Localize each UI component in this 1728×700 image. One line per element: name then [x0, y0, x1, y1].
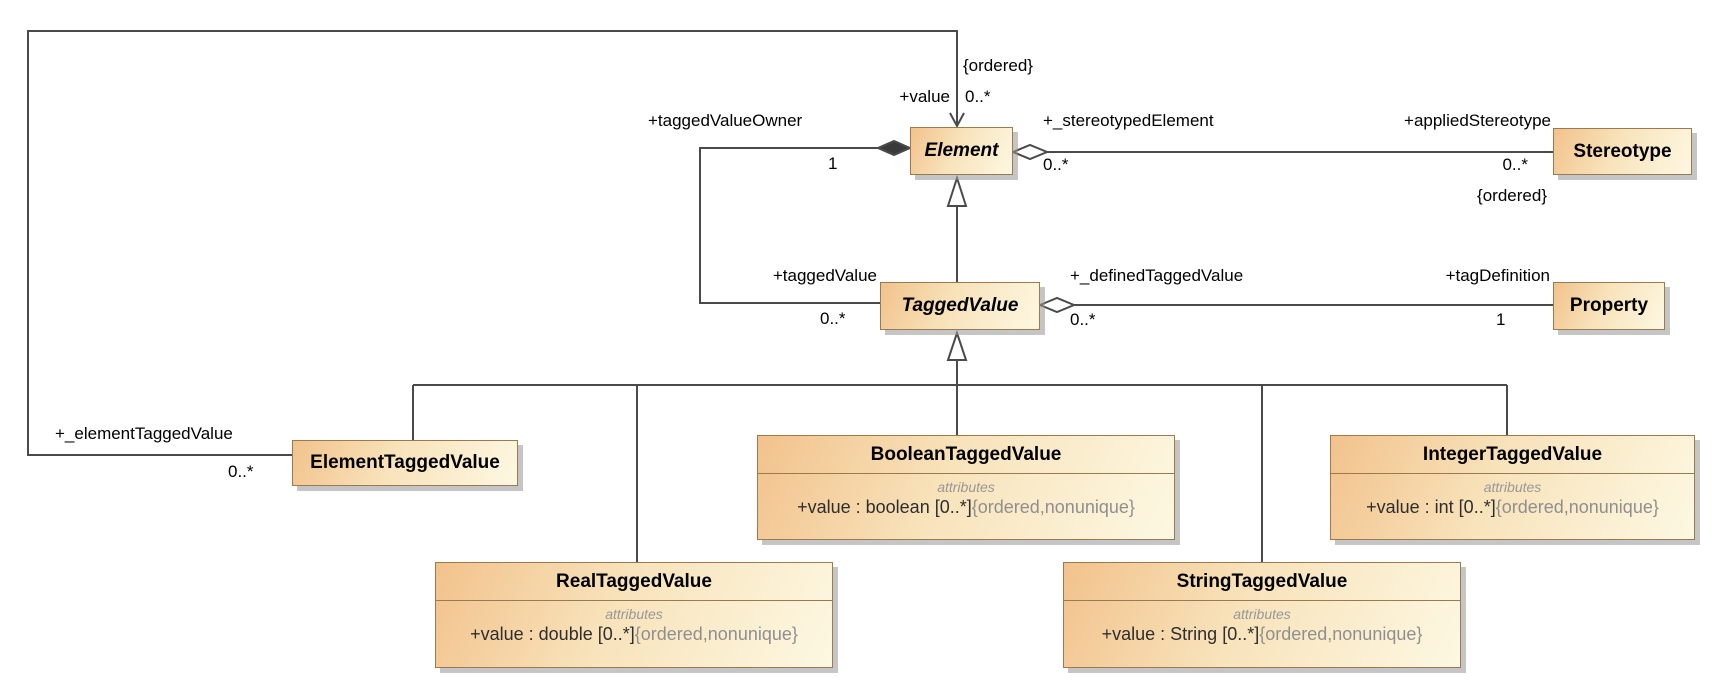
class-elementtaggedvalue: ElementTaggedValue [292, 440, 518, 486]
class-name: IntegerTaggedValue [1331, 436, 1694, 474]
class-name: Stereotype [1573, 140, 1672, 162]
attributes-compartment: attributes +value : String [0..*]{ordere… [1064, 601, 1460, 645]
multiplicity-label-taggedvalue: 0..* [820, 309, 846, 328]
multiplicity-label-appliedstereotype: 0..* [1502, 155, 1528, 174]
open-arrowhead-icon [949, 112, 965, 129]
class-property: Property [1553, 282, 1665, 330]
role-label-elementtaggedvalue: +_elementTaggedValue [55, 424, 233, 443]
composition-element-taggedValue-line [699, 147, 880, 304]
class-name: Property [1569, 295, 1649, 316]
multiplicity-label-tagdefinition: 1 [1496, 310, 1506, 329]
class-realtaggedvalue: RealTaggedValue attributes +value : doub… [435, 562, 833, 668]
multiplicity-label-elementtaggedvalue: 0..* [228, 462, 254, 481]
constraint-label-value-ordered: {ordered} [963, 56, 1033, 75]
role-label-stereotypedelement: +_stereotypedElement [1043, 111, 1214, 130]
attributes-compartment: attributes +value : double [0..*]{ordere… [436, 601, 832, 645]
class-stringtaggedvalue: StringTaggedValue attributes +value : St… [1063, 562, 1461, 668]
attribute-line: +value : double [0..*]{ordered,nonunique… [470, 624, 798, 644]
role-label-taggedvalueowner: +taggedValueOwner [648, 111, 803, 130]
multiplicity-label-definedtaggedvalue: 0..* [1070, 310, 1096, 329]
open-diamond-icon [1037, 296, 1077, 314]
class-integertaggedvalue: IntegerTaggedValue attributes +value : i… [1330, 435, 1695, 540]
multiplicity-label-taggedvalueowner: 1 [828, 154, 838, 173]
role-label-tagdefinition: +tagDefinition [1445, 266, 1550, 285]
attributes-compartment: attributes +value : boolean [0..*]{order… [758, 474, 1174, 518]
role-label-taggedvalue: +taggedValue [772, 266, 877, 285]
class-name: ElementTaggedValue [310, 452, 500, 473]
constraint-label-appliedstereotype-ordered: {ordered} [1477, 186, 1547, 205]
class-name: TaggedValue [901, 295, 1019, 316]
role-label-value: +value [899, 87, 950, 106]
class-name: Element [924, 140, 999, 161]
class-booleantaggedvalue: BooleanTaggedValue attributes +value : b… [757, 435, 1175, 540]
compartment-caption: attributes [1233, 606, 1291, 622]
class-stereotype: Stereotype [1553, 128, 1692, 175]
multiplicity-label-value: 0..* [965, 87, 991, 106]
compartment-caption: attributes [937, 479, 995, 495]
filled-diamond-icon [875, 139, 913, 157]
class-element: Element [910, 127, 1013, 175]
attributes-compartment: attributes +value : int [0..*]{ordered,n… [1331, 474, 1694, 518]
class-name: RealTaggedValue [436, 563, 832, 601]
class-name: StringTaggedValue [1064, 563, 1460, 601]
class-name: BooleanTaggedValue [758, 436, 1174, 474]
attribute-line: +value : boolean [0..*]{ordered,nonuniqu… [797, 497, 1135, 517]
role-label-definedtaggedvalue: +_definedTaggedValue [1070, 266, 1244, 285]
class-taggedvalue: TaggedValue [880, 282, 1040, 330]
role-label-appliedstereotype: +appliedStereotype [1404, 111, 1551, 130]
generalization-triangle-icon [946, 329, 968, 361]
compartment-caption: attributes [605, 606, 663, 622]
association-elementTaggedValue-element-line [27, 30, 958, 456]
generalization-triangle-icon [946, 174, 968, 207]
compartment-caption: attributes [1483, 479, 1542, 495]
open-diamond-icon [1010, 143, 1050, 161]
attribute-line: +value : String [0..*]{ordered,nonunique… [1101, 624, 1423, 644]
multiplicity-label-stereotypedelement: 0..* [1043, 155, 1069, 174]
attribute-line: +value : int [0..*]{ordered,nonunique} [1366, 497, 1659, 517]
